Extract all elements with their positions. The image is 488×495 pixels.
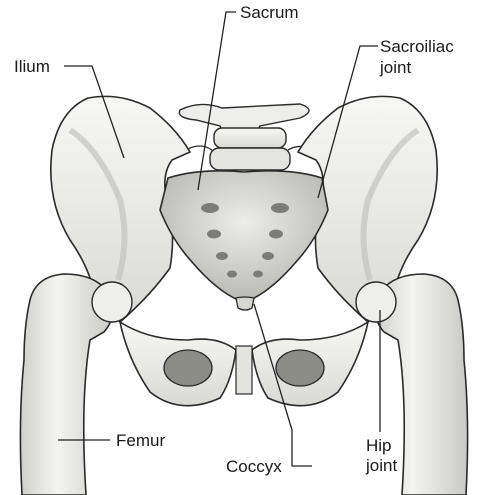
coccyx bbox=[236, 297, 254, 310]
femur-label: Femur bbox=[114, 431, 167, 450]
left-obturator-foramen bbox=[164, 350, 212, 386]
right-obturator-foramen bbox=[276, 350, 324, 386]
hip-joint-label-line2: joint bbox=[364, 456, 399, 475]
sacrum bbox=[160, 171, 328, 300]
sacroiliac-label-line2: joint bbox=[378, 58, 413, 77]
coccyx-label: Coccyx bbox=[224, 457, 284, 476]
sacroiliac-label-line1: Sacroiliac bbox=[378, 37, 456, 56]
left-femur bbox=[20, 274, 132, 495]
pubic-symphysis bbox=[236, 346, 252, 394]
lumbar-vertebra bbox=[179, 104, 312, 170]
sacrum-label: Sacrum bbox=[238, 3, 301, 22]
hip-joint-label-line1: Hip bbox=[364, 436, 394, 455]
ilium-label: Ilium bbox=[12, 57, 52, 76]
